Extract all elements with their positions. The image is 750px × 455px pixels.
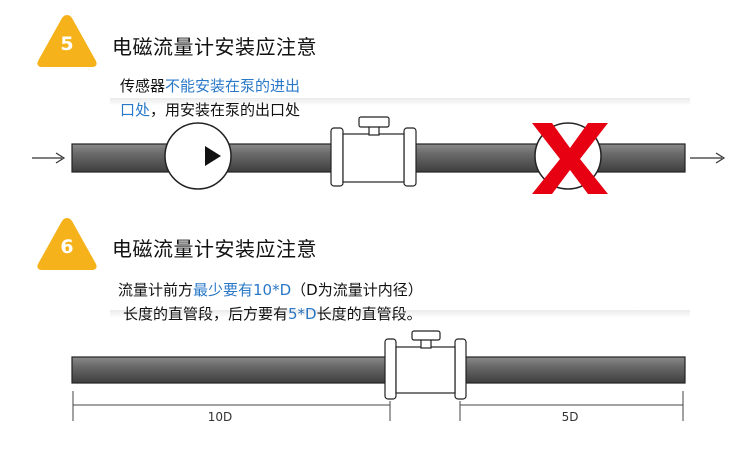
desc-highlight: 最少要有10*D bbox=[193, 281, 292, 299]
section-5: 5 电磁流量计安装应注意 传感器不能安装在泵的进出 口处，用安装在泵的出口处 bbox=[0, 0, 750, 215]
warning-triangle-icon bbox=[37, 218, 97, 270]
downstream-length-label: 5D bbox=[561, 410, 579, 424]
section-title: 电磁流量计安装应注意 bbox=[112, 35, 317, 59]
desc-highlight: 口处 bbox=[120, 101, 151, 119]
badge-number: 5 bbox=[60, 33, 74, 55]
desc-highlight: 5*D bbox=[288, 305, 317, 323]
desc-text: ，用安装在泵的出口处 bbox=[150, 101, 301, 119]
section-description: 传感器不能安装在泵的进出 口处，用安装在泵的出口处 bbox=[120, 74, 300, 122]
dimension-lines bbox=[72, 391, 684, 421]
badge-6: 6 bbox=[35, 215, 99, 273]
badge-number: 6 bbox=[60, 236, 74, 258]
section-6: 6 电磁流量计安装应注意 流量计前方最少要有10*D（D为流量计内径） 长度的直… bbox=[0, 215, 750, 455]
divider-shadow bbox=[110, 310, 690, 318]
desc-text: （D为流量计内径） bbox=[291, 281, 423, 299]
upstream-length-label: 10D bbox=[207, 410, 233, 424]
desc-text: 长度的直管段，后方要有 bbox=[123, 305, 288, 323]
flowmeter-icon bbox=[330, 116, 417, 187]
warning-triangle-icon bbox=[37, 15, 97, 67]
section-title: 电磁流量计安装应注意 bbox=[112, 237, 317, 261]
desc-text: 长度的直管段。 bbox=[317, 305, 422, 323]
arrow-right-icon bbox=[690, 152, 726, 164]
desc-text: 传感器 bbox=[120, 77, 166, 95]
flowmeter-icon bbox=[384, 330, 467, 400]
desc-text: 流量计前方 bbox=[118, 281, 194, 299]
desc-highlight: 不能安装在泵的进出 bbox=[165, 77, 301, 95]
divider-shadow bbox=[110, 98, 690, 106]
straight-pipe-diagram bbox=[71, 330, 686, 421]
pipe bbox=[71, 356, 686, 384]
section-description: 流量计前方最少要有10*D（D为流量计内径） 长度的直管段，后方要有5*D长度的… bbox=[118, 278, 423, 326]
cross-icon bbox=[532, 123, 608, 194]
arrow-right-icon bbox=[32, 152, 66, 164]
pump-icon bbox=[164, 122, 232, 190]
pump-installation-diagram bbox=[32, 116, 726, 194]
badge-5: 5 bbox=[35, 12, 99, 70]
